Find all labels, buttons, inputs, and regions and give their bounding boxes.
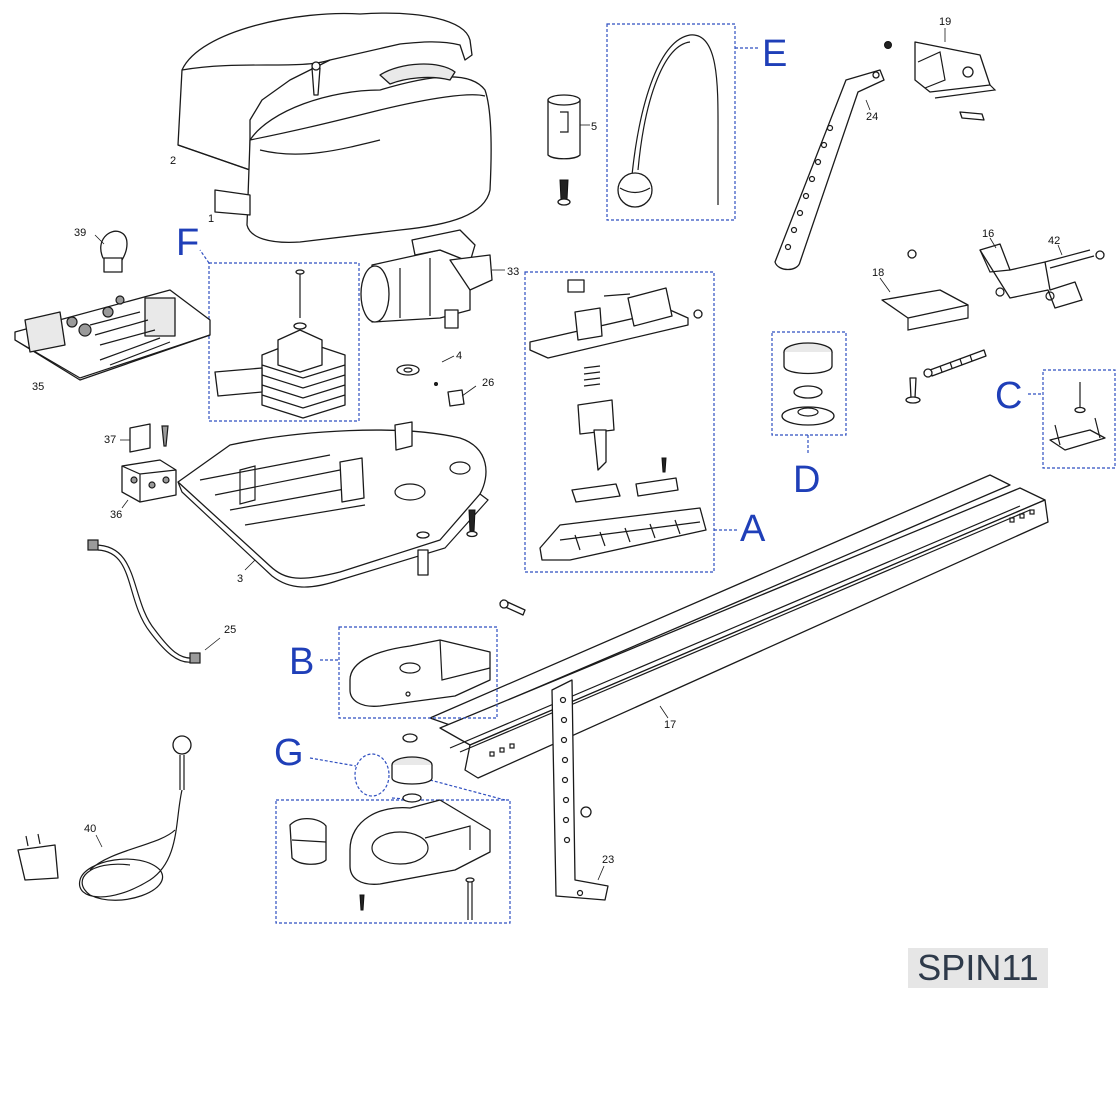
long-bolt <box>905 349 987 404</box>
label-part-26: 26 <box>482 377 494 389</box>
label-part-37: 37 <box>104 434 116 446</box>
bushing-part-5 <box>547 94 590 206</box>
label-part-5: 5 <box>591 121 597 133</box>
cable-part-25 <box>87 539 221 664</box>
terminal-block-part-36 <box>120 423 177 509</box>
group-c-frame <box>1042 369 1116 469</box>
hanger-bracket-part-23 <box>551 679 609 901</box>
group-letter-f: F <box>176 222 199 264</box>
label-part-24: 24 <box>866 111 878 123</box>
rail-part-17 <box>429 474 1049 779</box>
group-d-gear <box>771 331 847 455</box>
group-d-frame <box>771 331 847 436</box>
group-letter-g: G <box>274 732 304 774</box>
group-letter-a: A <box>740 508 766 550</box>
bracket-part-19 <box>884 28 997 121</box>
group-letter-c: C <box>995 375 1022 417</box>
label-part-17: 17 <box>664 719 676 731</box>
label-part-2: 2 <box>170 155 176 167</box>
label-part-40: 40 <box>84 823 96 835</box>
curved-arm-part-24 <box>774 69 885 271</box>
label-part-42: 42 <box>1048 235 1060 247</box>
group-g-frame <box>275 799 511 924</box>
label-part-16: 16 <box>982 228 994 240</box>
group-letter-d: D <box>793 459 820 501</box>
bulb-part-39 <box>94 230 128 273</box>
group-e-frame <box>606 23 736 221</box>
part-number-labels: 2 1 3 4 5 16 17 18 19 23 24 25 26 33 35 … <box>32 16 1060 866</box>
label-part-39: 39 <box>74 227 86 239</box>
group-f-transformer <box>199 249 360 422</box>
label-part-25: 25 <box>224 624 236 636</box>
label-part-19: 19 <box>939 16 951 28</box>
power-cord-part-40 <box>17 735 192 901</box>
group-letter-b: B <box>289 641 314 683</box>
group-c-anchor <box>1028 369 1116 469</box>
label-part-36: 36 <box>110 509 122 521</box>
washer-part-4 <box>396 355 455 386</box>
group-e-release-cable <box>606 23 760 221</box>
group-a-frame <box>524 271 715 573</box>
circuit-board-part-35 <box>14 289 211 381</box>
label-part-4: 4 <box>456 350 462 362</box>
housing-cover-assembly <box>177 12 492 244</box>
group-b-front-cover <box>320 626 498 719</box>
label-part-3: 3 <box>237 573 243 585</box>
clip-part-26 <box>447 385 477 407</box>
label-part-18: 18 <box>872 267 884 279</box>
group-letters: A B C D E F G <box>176 33 1022 774</box>
clamp-part-16 <box>979 237 1105 309</box>
cover-part-2 <box>177 12 473 171</box>
release-ball <box>617 172 653 208</box>
label-part-35: 35 <box>32 381 44 393</box>
label-part-33: 33 <box>507 266 519 278</box>
rail-bolt <box>499 599 526 616</box>
group-letter-e: E <box>762 33 787 75</box>
base-plate-part-3 <box>177 421 489 588</box>
label-part-23: 23 <box>602 854 614 866</box>
group-g-sprocket <box>275 733 511 924</box>
group-f-frame <box>208 262 360 422</box>
bracket-part-18 <box>879 249 969 331</box>
group-a-carriage <box>524 271 738 573</box>
model-code-label: SPIN11 <box>908 948 1048 988</box>
group-b-frame <box>338 626 498 719</box>
screws-under-base <box>416 509 478 576</box>
label-part-1: 1 <box>208 213 214 225</box>
cover-part-1 <box>246 76 492 244</box>
motor-part-33 <box>360 229 505 329</box>
